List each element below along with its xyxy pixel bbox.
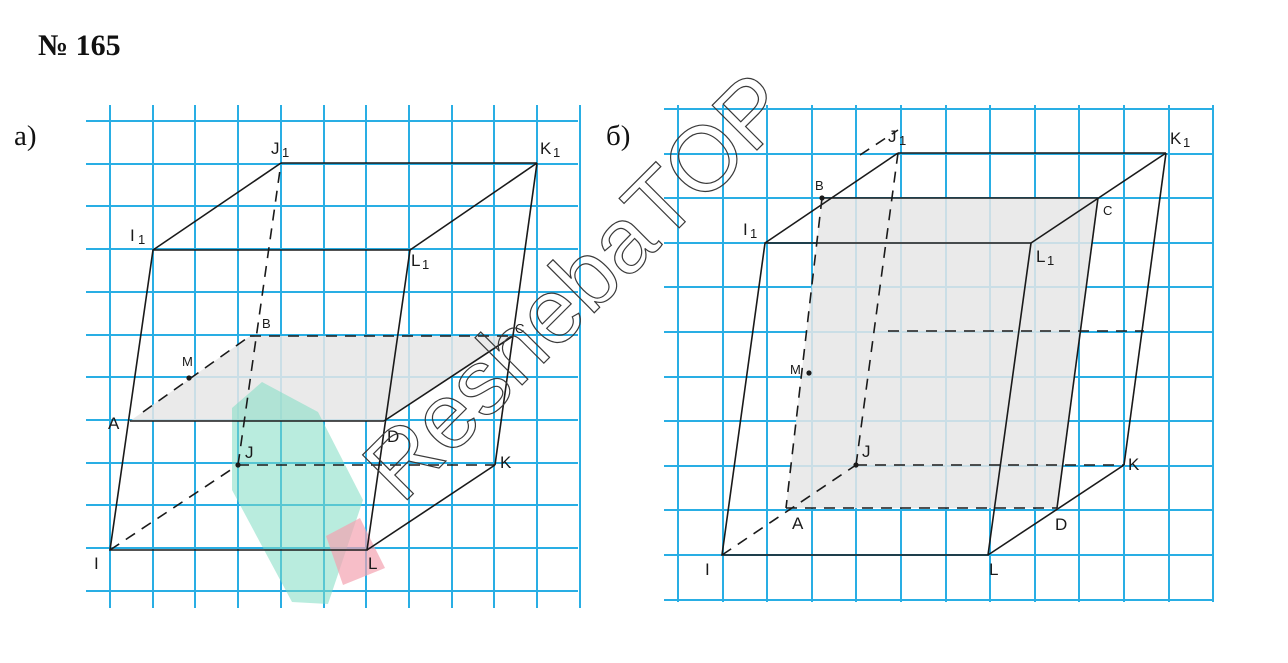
label-C-a: C <box>515 321 524 336</box>
edge-L-K-b <box>987 464 1125 556</box>
label-K-a: K <box>500 453 512 472</box>
panel-a-label: а) <box>14 120 37 152</box>
edge-L1-K1-a <box>409 162 538 251</box>
label-I-b: I <box>705 560 710 579</box>
label-M-b: M <box>790 362 801 377</box>
label-I1-b: I <box>743 220 748 239</box>
label-D-a: D <box>387 427 399 446</box>
point-B-b <box>819 195 825 201</box>
label-A-a: A <box>108 414 120 433</box>
label-L1-sub-a: 1 <box>422 257 429 272</box>
label-J-a: J <box>245 443 254 462</box>
section-edge-CD-b <box>1056 197 1099 509</box>
watermark-teal-shape <box>232 382 363 604</box>
label-I1-sub-b: 1 <box>750 226 757 241</box>
point-J-a <box>235 462 241 468</box>
label-K1-sub-b: 1 <box>1183 135 1190 150</box>
point-J-b <box>853 462 859 468</box>
edge-K1-K-b <box>1123 152 1167 466</box>
section-edge-AB-hidden-a <box>142 335 251 413</box>
edge-J-J1-hidden-a <box>237 162 282 466</box>
watermark-logo <box>232 382 385 604</box>
section-edge-BA-hidden-b <box>785 197 823 509</box>
edge-I-J-hidden-a <box>109 464 239 551</box>
label-I1-sub-a: 1 <box>138 232 145 247</box>
edge-L1-K1-b <box>1030 152 1167 244</box>
label-L-a: L <box>368 554 377 573</box>
label-C-b: C <box>1103 203 1112 218</box>
label-A-b: A <box>792 514 804 533</box>
edge-K1-K-a <box>494 162 538 466</box>
label-K-b: K <box>1128 455 1140 474</box>
label-L1-a: L <box>411 251 420 270</box>
label-B-b: B <box>815 178 824 193</box>
label-J1-sub-a: 1 <box>282 145 289 160</box>
point-M-b <box>806 370 812 376</box>
label-B-a: B <box>262 316 271 331</box>
label-J1-a: J <box>271 139 280 158</box>
section-edge-DC-a <box>383 335 514 422</box>
edge-L-K-a <box>366 464 496 551</box>
label-J-b: J <box>862 442 871 461</box>
point-M-a <box>186 375 192 381</box>
edge-J-J1-hidden-b <box>855 152 899 466</box>
label-L-b: L <box>989 560 998 579</box>
panel-a: а) I L K J I 1 L 1 K 1 J 1 <box>14 105 581 608</box>
label-D-b: D <box>1055 515 1067 534</box>
panel-b: б) I L K J I 1 L 1 K 1 J 1 A <box>606 105 1214 602</box>
label-K1-a: K <box>540 139 552 158</box>
problem-number: № 165 <box>38 29 121 62</box>
edge-I-J-hidden-b <box>721 464 857 556</box>
edge-extension-hidden-b <box>859 129 899 156</box>
edge-I1-J1-a <box>152 162 282 251</box>
label-M-a: M <box>182 354 193 369</box>
label-I1-a: I <box>130 226 135 245</box>
label-L1-sub-b: 1 <box>1047 253 1054 268</box>
watermark-pink-shape <box>326 518 385 585</box>
section-plane-a <box>130 336 513 421</box>
label-I-a: I <box>94 554 99 573</box>
label-J1-sub-b: 1 <box>899 133 906 148</box>
label-L1-b: L <box>1036 247 1045 266</box>
section-plane-b <box>786 198 1098 508</box>
panel-b-label: б) <box>606 120 630 152</box>
label-K1-sub-a: 1 <box>553 145 560 160</box>
label-K1-b: K <box>1170 129 1182 148</box>
label-J1-b: J <box>888 127 897 146</box>
